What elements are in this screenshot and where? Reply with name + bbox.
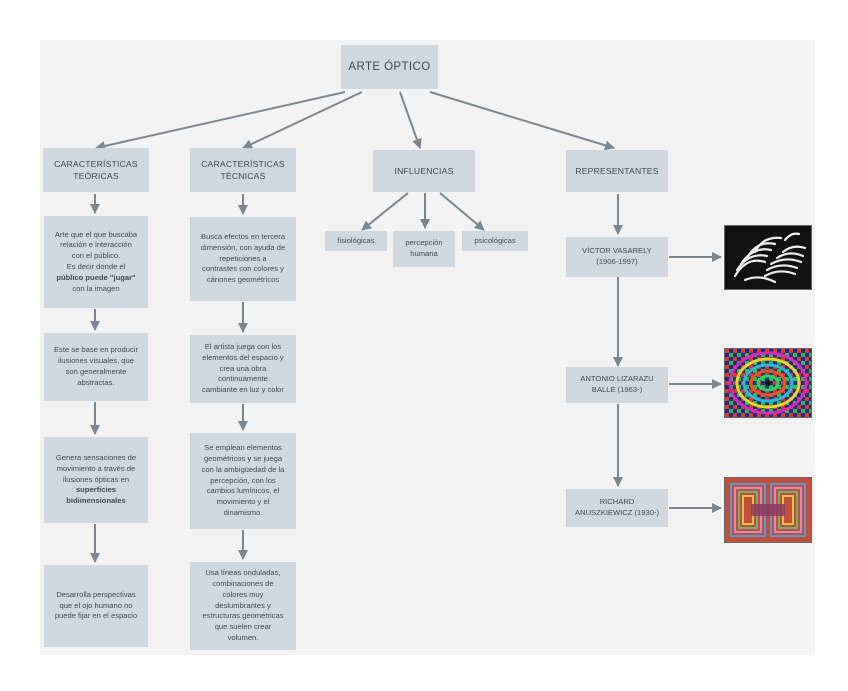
representante-name: ANTONIO LIZARAZU BALLE (1963-)	[580, 374, 654, 394]
representante-vasarely: VÍCTOR VASARELY (1906-1997)	[566, 237, 668, 277]
header-label: CARACTERÍSTICAS TEÓRICAS	[54, 158, 138, 181]
item-text: Genera sensaciones de movimiento a travé…	[55, 453, 137, 484]
vasarely-zebra-image	[724, 225, 812, 290]
lizarazu-spiral-image	[724, 348, 812, 418]
diagram-title: ARTE ÓPTICO	[348, 60, 431, 73]
representante-lizarazu: ANTONIO LIZARAZU BALLE (1963-)	[566, 367, 668, 403]
header-label: REPRESENTANTES	[575, 165, 659, 176]
header-representantes: REPRESENTANTES	[566, 150, 668, 192]
item-text: El artista juega con los elementos del e…	[202, 342, 284, 395]
item-text: fisiológicas	[337, 235, 375, 245]
item-text: Este se base en producir ilusiones visua…	[53, 345, 138, 387]
header-caracteristicas-tecnicas: CARACTERÍSTICAS TÉCNICAS	[190, 148, 296, 192]
item-bold-text: superficies bidimensionales	[66, 485, 126, 506]
header-label: INFLUENCIAS	[394, 165, 454, 176]
representante-name: VÍCTOR VASARELY (1906-1997)	[582, 246, 652, 266]
title-node: ARTE ÓPTICO	[341, 45, 438, 89]
diagram-canvas	[40, 40, 815, 655]
item-text: Busca efectos en tercera dimensión, con …	[200, 232, 286, 285]
item-tail-text: con la imagen	[72, 283, 120, 293]
item-text: Usa líneas onduladas, combinaciones de c…	[202, 568, 284, 642]
tecnicas-item-3: Se emplean elementos geométricos y se ju…	[190, 433, 296, 529]
item-text: Desarrolla perspectivas que el ojo human…	[54, 589, 138, 621]
influencia-psicologicas: psicológicas	[462, 231, 528, 251]
tecnicas-item-1: Busca efectos en tercera dimensión, con …	[190, 217, 296, 301]
representante-anuszkiewicz: RICHARD ANUSZKIEWICZ (1930-)	[566, 489, 668, 527]
tecnicas-item-4: Usa líneas onduladas, combinaciones de c…	[190, 562, 296, 650]
tecnicas-item-2: El artista juega con los elementos del e…	[190, 335, 296, 403]
header-label: CARACTERÍSTICAS TÉCNICAS	[201, 158, 285, 181]
teoricas-item-2: Este se base en producir ilusiones visua…	[44, 333, 148, 401]
header-influencias: INFLUENCIAS	[373, 150, 475, 192]
representante-name: RICHARD ANUSZKIEWICZ (1930-)	[575, 497, 659, 517]
item-text: psicológicas	[474, 235, 516, 245]
item-text: percepción humana	[405, 238, 443, 258]
influencia-percepcion-humana: percepción humana	[393, 231, 455, 267]
teoricas-item-3: Genera sensaciones de movimiento a travé…	[44, 437, 148, 523]
teoricas-item-4: Desarrolla perspectivas que el ojo human…	[44, 565, 148, 647]
item-text: Arte que el que buscaba relación e inter…	[54, 229, 138, 271]
item-bold-text: público puede "jugar"	[56, 272, 136, 282]
teoricas-item-1: Arte que el que buscaba relación e inter…	[44, 216, 148, 308]
anuszkiewicz-geometric-image	[724, 477, 812, 543]
header-caracteristicas-teoricas: CARACTERÍSTICAS TEÓRICAS	[43, 148, 149, 192]
item-text: Se emplean elementos geométricos y se ju…	[201, 443, 285, 517]
influencia-fisiologicas: fisiológicas	[325, 231, 387, 251]
